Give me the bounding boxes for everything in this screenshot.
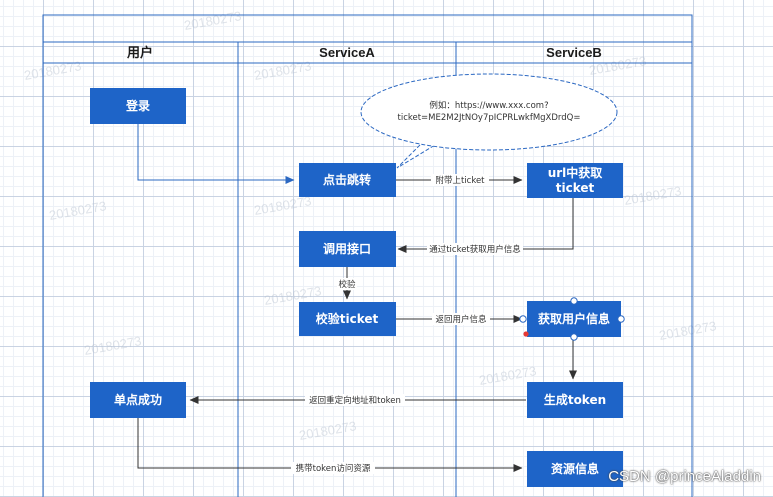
node-url-get-ticket[interactable]: url中获取 ticket <box>527 163 623 198</box>
edge-login-to-click <box>137 124 295 184</box>
connector-handle-left[interactable] <box>519 315 527 323</box>
watermark: 20180273 <box>83 333 143 358</box>
watermark: 20180273 <box>183 8 243 33</box>
node-verify-ticket[interactable]: 校验ticket <box>299 302 396 336</box>
connector-handle-right[interactable] <box>617 315 625 323</box>
node-call-api[interactable]: 调用接口 <box>299 231 396 267</box>
lane-header-service-a: ServiceA <box>319 45 375 60</box>
watermark: 20180273 <box>298 418 358 443</box>
lane-header-user: 用户 <box>126 45 153 60</box>
selection-handles <box>519 297 625 341</box>
edge-label-get-user-by-ticket: 通过ticket获取用户信息 <box>429 244 521 255</box>
node-gen-token-label: 生成token <box>544 392 606 407</box>
watermark: 20180273 <box>48 198 108 223</box>
edge-label-return-user-info: 返回用户信息 <box>435 314 487 325</box>
watermark-layer: 20180273 20180273 20180273 20180273 2018… <box>23 8 718 443</box>
nodes: 登录 点击跳转 url中获取 ticket 调用接口 校验ticket 获取用户… <box>90 88 623 487</box>
node-login-label: 登录 <box>125 98 150 113</box>
note-line-2: ticket=ME2M2JtNOy7pICPRLwkfMgXDrdQ= <box>398 113 581 123</box>
watermark: 20180273 <box>623 183 683 208</box>
lane-header-service-b: ServiceB <box>546 45 602 60</box>
edge-sso-to-resource <box>137 418 523 472</box>
error-dot <box>523 331 529 337</box>
swimlane-frame: 用户 ServiceA ServiceB <box>42 14 693 497</box>
note-bubble-tail <box>396 141 441 169</box>
edge-labels: 附带上ticket 通过ticket获取用户信息 校验 返回用户信息 返回重定向… <box>291 174 523 474</box>
node-url-get-ticket-label-2: ticket <box>556 181 595 195</box>
node-get-user-info-label: 获取用户信息 <box>537 311 610 326</box>
edge-url-ticket-to-call-api <box>397 198 574 253</box>
node-click-redirect[interactable]: 点击跳转 <box>299 163 396 197</box>
watermark: 20180273 <box>253 58 313 83</box>
edge-label-attach-ticket: 附带上ticket <box>435 175 485 186</box>
node-resource-info-label: 资源信息 <box>551 461 599 476</box>
node-login[interactable]: 登录 <box>90 88 186 124</box>
edge-label-verify: 校验 <box>338 279 356 290</box>
node-gen-token[interactable]: 生成token <box>527 382 623 418</box>
edge-label-access-with-token: 携带token访问资源 <box>296 463 371 474</box>
watermark: 20180273 <box>23 58 83 83</box>
credit-watermark: CSDN @princeAladdin <box>608 468 761 485</box>
edge-label-return-redirect-token: 返回重定向地址和token <box>309 395 401 406</box>
note-line-1: 例如：https://www.xxx.com? <box>429 100 548 111</box>
node-verify-ticket-label: 校验ticket <box>316 311 379 326</box>
watermark: 20180273 <box>658 318 718 343</box>
node-call-api-label: 调用接口 <box>323 241 371 256</box>
note-bubble <box>360 73 618 151</box>
node-sso-success-label: 单点成功 <box>114 392 162 407</box>
node-resource-info[interactable]: 资源信息 <box>527 451 623 487</box>
node-click-redirect-label: 点击跳转 <box>323 172 371 187</box>
node-sso-success[interactable]: 单点成功 <box>90 382 186 418</box>
pool-border <box>42 14 693 497</box>
example-note: 例如：https://www.xxx.com? ticket=ME2M2JtNO… <box>360 73 618 169</box>
connector-handle-top[interactable] <box>570 297 578 305</box>
connector-handle-bottom[interactable] <box>570 333 578 341</box>
node-get-user-info[interactable]: 获取用户信息 <box>527 301 621 337</box>
node-url-get-ticket-label-1: url中获取 <box>548 165 603 180</box>
